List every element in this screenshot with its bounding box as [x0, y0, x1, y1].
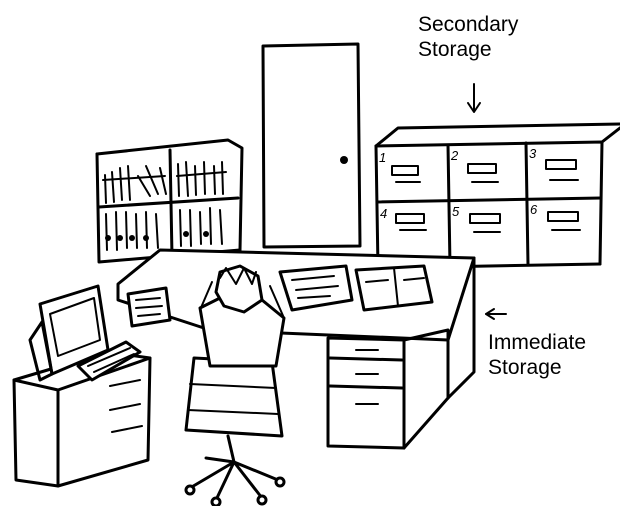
immediate-storage-label: Immediate Storage: [488, 330, 586, 380]
drawer-number-4: 4: [380, 206, 387, 221]
drawer-number-3: 3: [529, 146, 537, 161]
secondary-storage-label: Secondary Storage: [418, 12, 518, 62]
filing-cabinets: [376, 124, 620, 268]
bookshelf: [97, 140, 242, 262]
immediate-storage-label-line2: Storage: [488, 355, 586, 380]
arrow-left-immediate: [486, 309, 506, 319]
drawer-numbers: 1 2 3 4 5 6: [379, 146, 538, 221]
secondary-storage-label-line1: Secondary: [418, 12, 518, 37]
drawer-number-2: 2: [450, 148, 459, 163]
immediate-storage-label-line1: Immediate: [488, 330, 586, 355]
drawer-number-5: 5: [452, 204, 460, 219]
chair-base: [186, 436, 284, 506]
door-knob: [340, 156, 348, 164]
books-bottom-shelf: [105, 208, 222, 250]
books-top-shelf: [103, 162, 226, 203]
door: [263, 44, 360, 247]
chair-back: [186, 358, 282, 436]
secondary-storage-label-line2: Storage: [418, 37, 518, 62]
arrow-down-secondary: [468, 84, 480, 112]
drawer-number-6: 6: [530, 202, 538, 217]
drawer-number-1: 1: [379, 150, 386, 165]
desk-drawer-unit: [328, 330, 448, 448]
drawer-handles: [392, 160, 580, 232]
